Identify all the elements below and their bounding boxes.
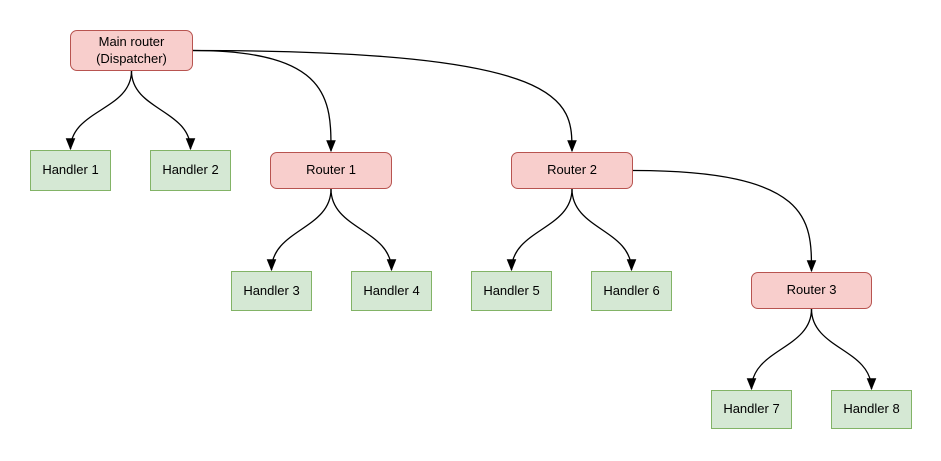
node-main-router: Main router (Dispatcher) [70,30,193,71]
edge-main-router-to-handler-1 [65,70,133,151]
edge-router-3-to-handler-8 [810,308,877,391]
edge-router-2-to-handler-6 [571,188,637,272]
node-handler-8: Handler 8 [831,390,912,429]
node-router-1: Router 1 [270,152,392,189]
edge-main-router-to-router-2 [192,49,577,153]
edge-router-1-to-handler-3 [266,188,332,272]
node-handler-7: Handler 7 [711,390,792,429]
node-handler-2: Handler 2 [150,150,231,191]
node-handler-6: Handler 6 [591,271,672,311]
edge-router-3-to-handler-7 [746,308,813,391]
node-handler-5: Handler 5 [471,271,552,311]
node-handler-3: Handler 3 [231,271,312,311]
edge-router-2-to-router-3 [632,169,817,273]
edge-main-router-to-handler-2 [130,70,196,151]
edge-router-1-to-handler-4 [330,188,397,272]
edge-router-2-to-handler-5 [506,188,573,272]
node-router-3: Router 3 [751,272,872,309]
node-router-2: Router 2 [511,152,633,189]
edge-main-router-to-router-1 [192,49,336,153]
node-handler-4: Handler 4 [351,271,432,311]
node-handler-1: Handler 1 [30,150,111,191]
